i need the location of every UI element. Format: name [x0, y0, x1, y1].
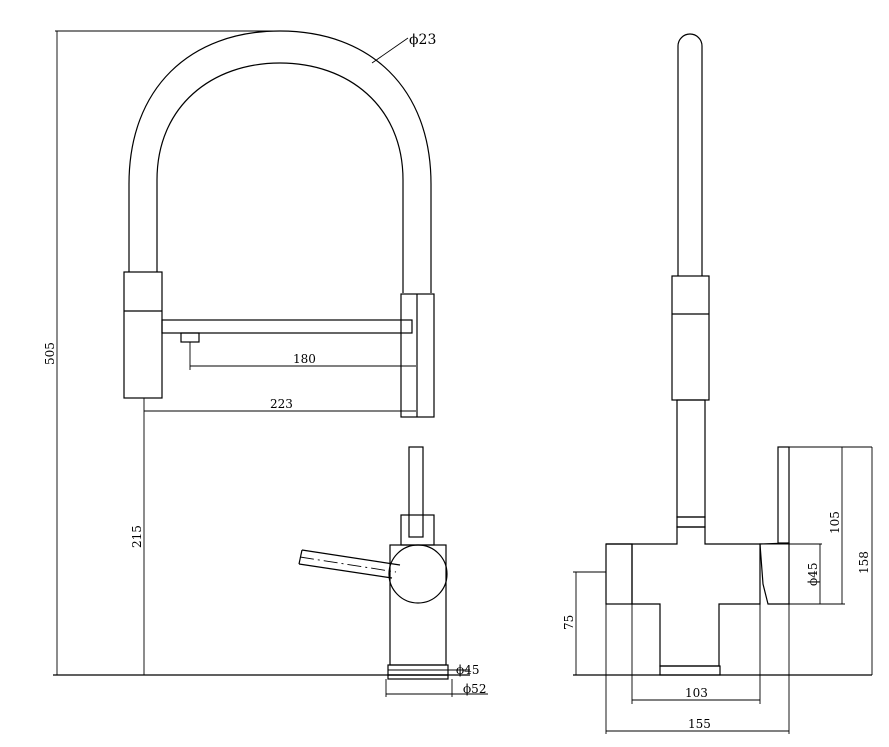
- dim-215-label: 215: [130, 525, 144, 548]
- side-body-left-block: [605, 543, 633, 605]
- side-base-plate: [659, 665, 721, 676]
- dim-103-label: 103: [685, 686, 708, 700]
- side-spout-tube: [677, 33, 703, 276]
- tap-body-holder: [408, 446, 424, 538]
- hose-diameter-leader: [371, 37, 409, 64]
- tap-body-lower: [400, 514, 435, 546]
- dim-75-label: 75: [562, 615, 576, 630]
- hose-inner-arch: [156, 62, 404, 293]
- dim-223-label: 223: [270, 397, 293, 411]
- side-handle-knob: [759, 542, 790, 605]
- dim-155-label: 155: [688, 717, 711, 731]
- lever-centerline: [299, 556, 397, 573]
- aerator: [180, 332, 200, 343]
- dim-hose-diameter-label: ϕ23: [409, 32, 436, 48]
- side-neck: [676, 399, 706, 518]
- dim-side-diameter-45-label: ϕ45: [806, 563, 820, 586]
- spout-arm: [161, 319, 413, 334]
- lever-hub: [388, 544, 448, 604]
- front-view: 505 ϕ23 180 223 215 ϕ45 ϕ52: [43, 30, 488, 697]
- tap-body-base: [389, 544, 447, 666]
- dim-base-diameter-52-label: ϕ52: [463, 682, 486, 696]
- hose-outer-arch: [128, 30, 432, 293]
- side-handle: [777, 446, 790, 544]
- mounting-plate-lower: [387, 674, 449, 680]
- dim-total-height-label: 505: [43, 342, 57, 365]
- side-spray-head: [671, 275, 710, 401]
- spray-head: [123, 271, 163, 399]
- dim-105-label: 105: [828, 511, 842, 534]
- dim-180-label: 180: [293, 352, 316, 366]
- side-body-outline: [606, 526, 761, 667]
- lever-lower-edge: [298, 563, 393, 579]
- side-neck-collar: [676, 516, 706, 528]
- dim-base-diameter-45-label: ϕ45: [456, 663, 479, 677]
- side-view: 75 105 158 ϕ45 103 155: [562, 33, 873, 734]
- lever-upper-edge: [301, 549, 401, 566]
- dim-158-label: 158: [857, 551, 871, 574]
